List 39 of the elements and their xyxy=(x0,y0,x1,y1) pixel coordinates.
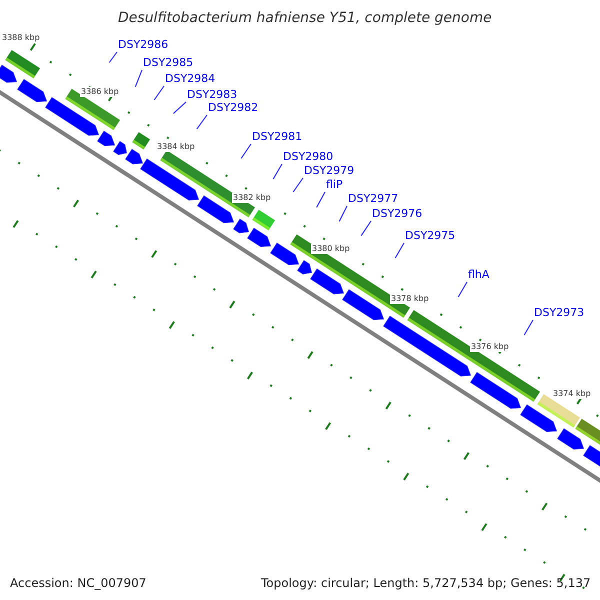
leader-line xyxy=(394,242,404,259)
leader-line xyxy=(108,52,118,63)
tick-label: 3382 kbp xyxy=(232,193,272,203)
gene-label: DSY2983 xyxy=(187,89,238,100)
gene-label: DSY2984 xyxy=(165,73,216,84)
genome-summary: Topology: circular; Length: 5,727,534 bp; Genes: 5,137 xyxy=(261,577,591,589)
leader-line xyxy=(338,206,348,222)
gene-label: DSY2975 xyxy=(405,230,456,241)
leader-line xyxy=(524,320,534,336)
leader-line xyxy=(272,164,282,180)
leader-line xyxy=(316,192,326,208)
gene-label: DSY2976 xyxy=(372,208,422,219)
gene-label: fliP xyxy=(326,179,343,190)
leader-line xyxy=(292,178,304,192)
title: Desulfitobacterium hafniense Y51, complete genome xyxy=(118,11,492,25)
gene-label: DSY2986 xyxy=(118,39,168,50)
gene-label: DSY2985 xyxy=(143,57,194,68)
tick-label: 3374 kbp xyxy=(552,389,592,399)
accession-label: Accession: NC_007907 xyxy=(10,577,146,589)
tick-label: 3376 kbp xyxy=(470,342,510,352)
leader-line xyxy=(134,70,142,88)
gene-label: DSY2981 xyxy=(252,131,302,142)
gene-label: DSY2973 xyxy=(534,307,584,318)
tick-label: 3386 kbp xyxy=(80,87,120,97)
leader-line xyxy=(172,102,186,114)
tick-label: 3388 kbp xyxy=(1,33,41,43)
tick-label: 3384 kbp xyxy=(156,142,196,152)
leader-line xyxy=(360,220,372,236)
gene-label: flhA xyxy=(468,269,490,280)
leader-line xyxy=(196,114,208,130)
gene-label: DSY2979 xyxy=(304,165,354,176)
tick-label: 3378 kbp xyxy=(390,294,430,304)
tick-label: 3380 kbp xyxy=(311,244,351,254)
leader-line xyxy=(458,282,468,298)
leader-line xyxy=(240,144,252,159)
gene-label: DSY2982 xyxy=(208,102,258,113)
leader-line xyxy=(154,86,164,100)
gene-label: DSY2980 xyxy=(283,151,334,162)
gene-label: DSY2977 xyxy=(348,193,398,204)
